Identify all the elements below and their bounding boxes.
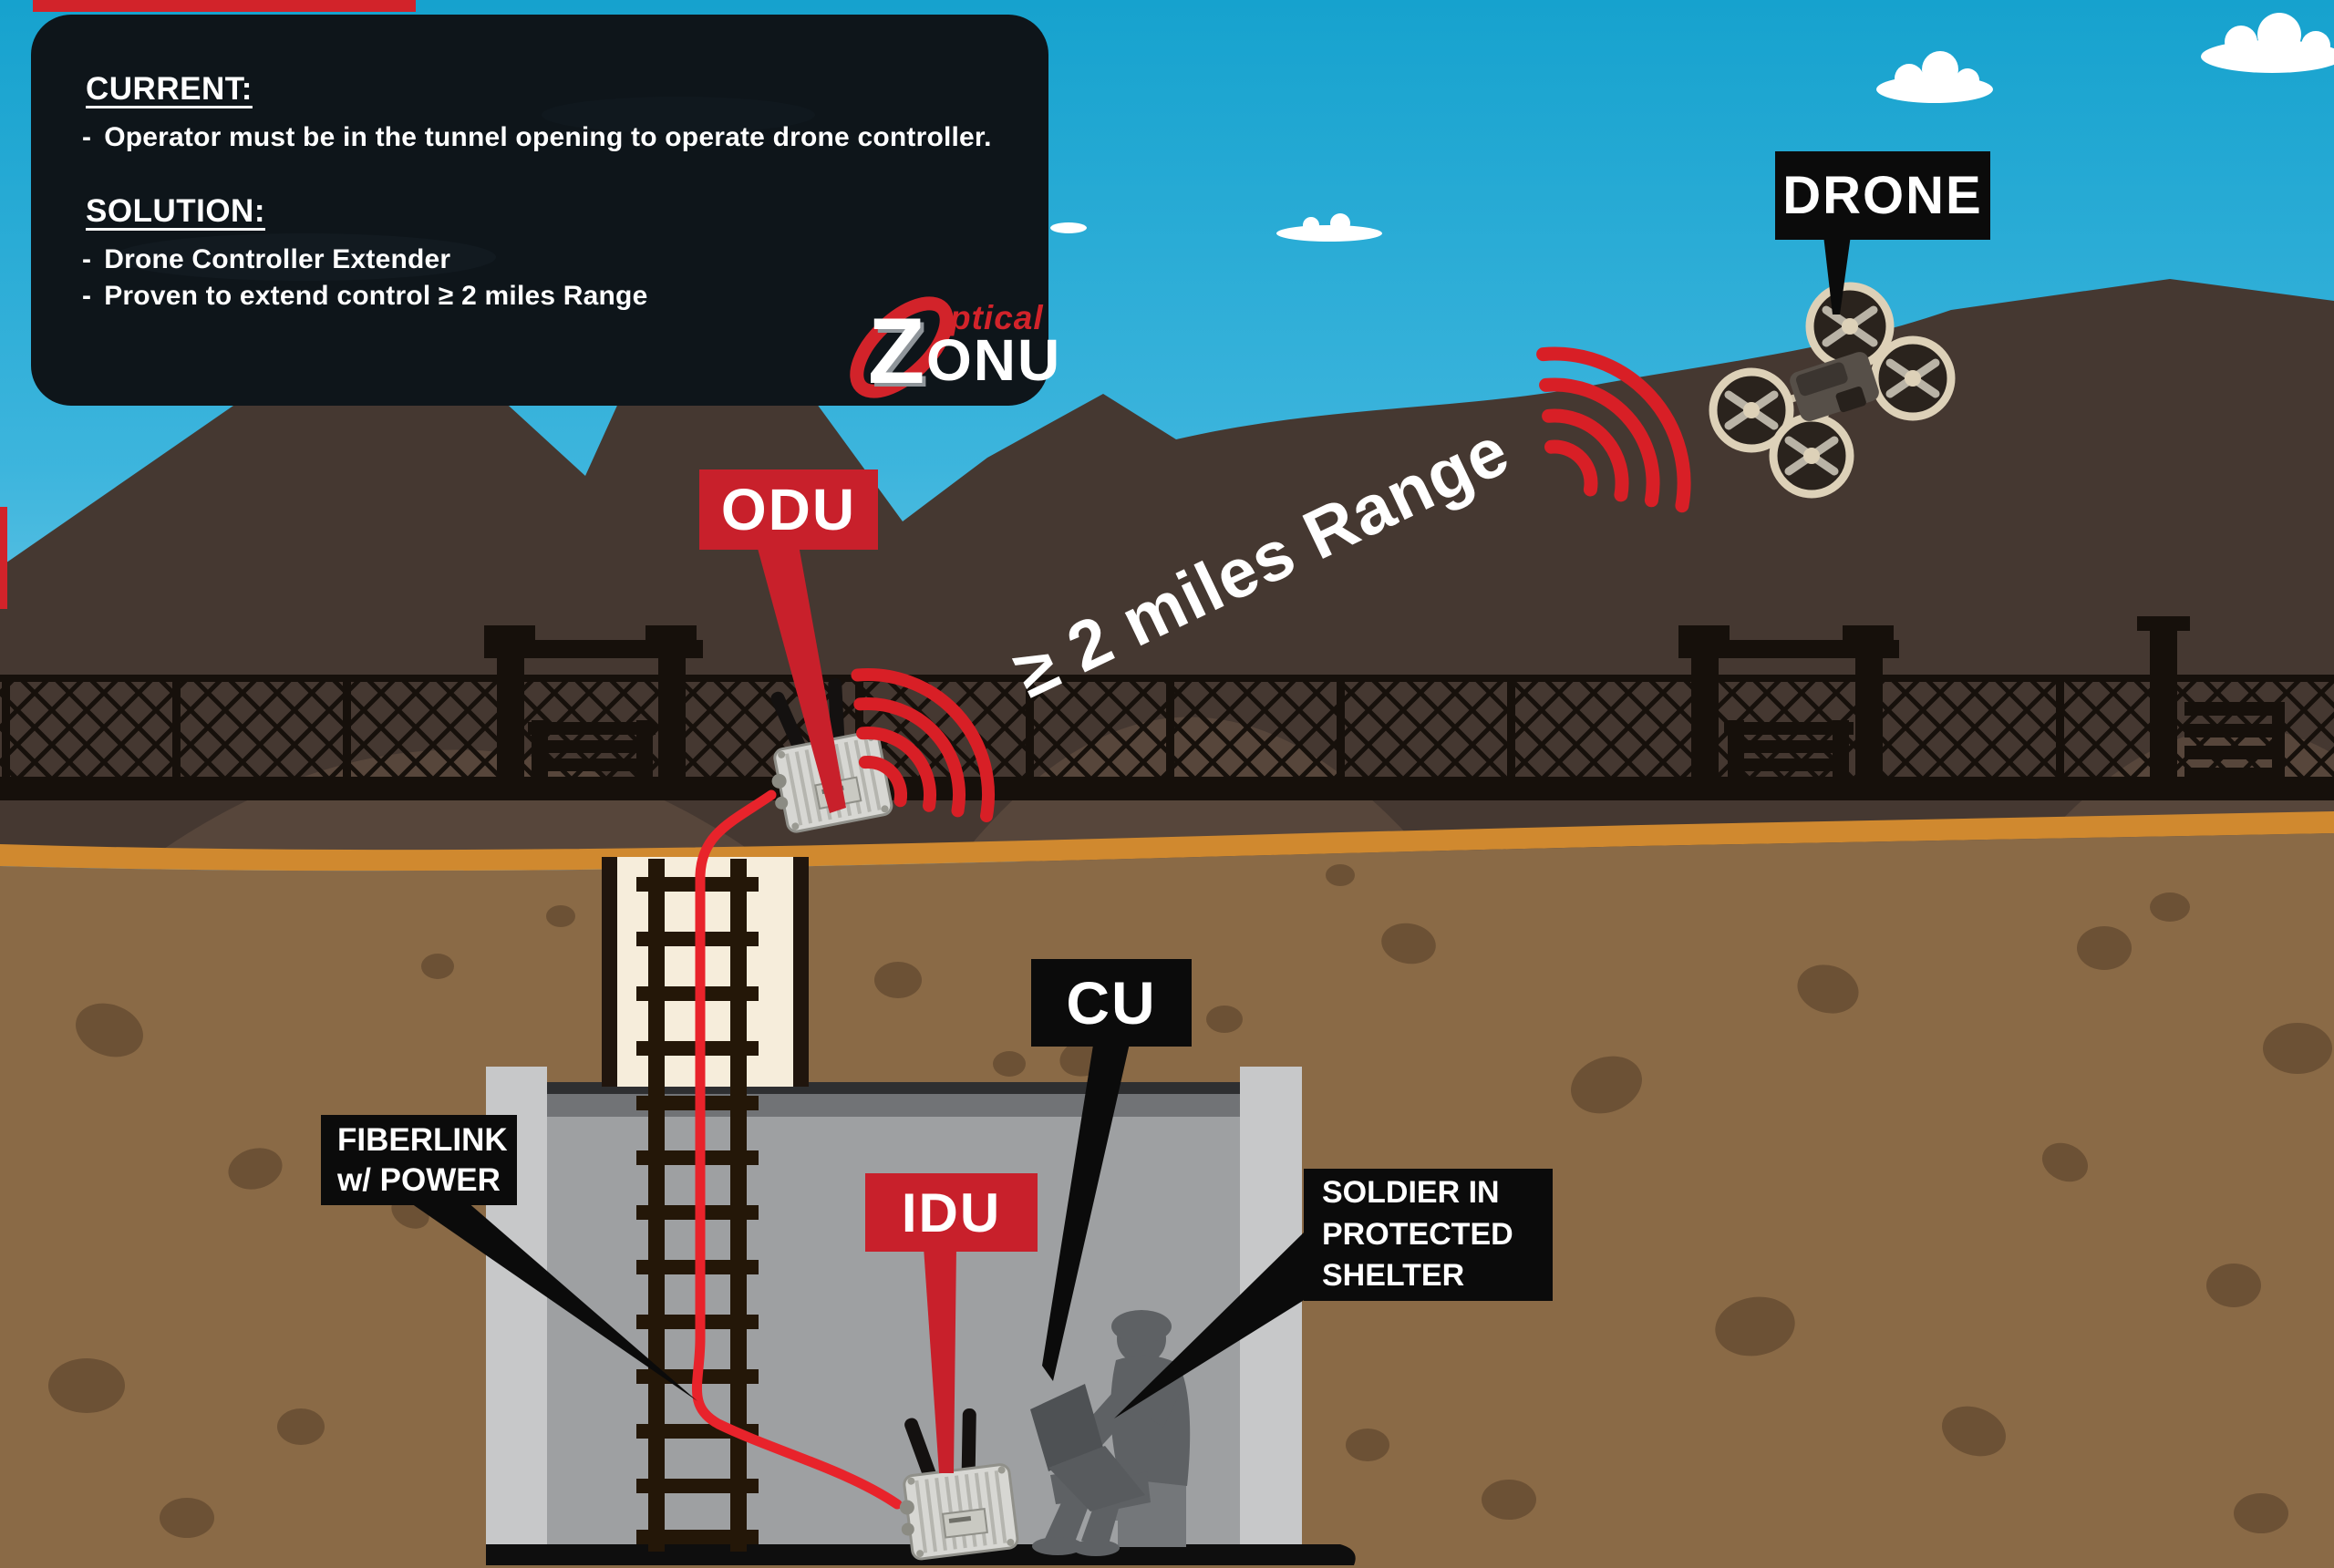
fence-structure-right <box>2137 616 2285 799</box>
cloud-icon <box>1876 51 1993 103</box>
cloud-icon <box>1050 222 1087 233</box>
callout-drone-label: DRONE <box>1782 166 1983 225</box>
solution-heading: SOLUTION: <box>86 193 265 229</box>
gate-left <box>484 625 703 789</box>
soldier-pointer <box>1114 1231 1306 1418</box>
logo-optical: ptical <box>950 299 1044 336</box>
solution-bullet-text: Drone Controller Extender <box>104 244 451 274</box>
solution-bullet-text: Proven to extend control ≥ 2 miles Range <box>104 281 648 311</box>
drone-pointer <box>1823 235 1851 315</box>
logo-swoosh-icon <box>850 296 954 398</box>
red-edge-fragment <box>0 507 7 609</box>
callout-fiberlink-label: FIBERLINK w/ POWER <box>337 1121 508 1198</box>
panel-cloud-shadow <box>542 97 815 133</box>
panel-cloud-shadow <box>113 233 496 281</box>
callout-pointers <box>408 235 1851 1473</box>
current-bullet-text: Operator must be in the tunnel opening t… <box>104 122 992 152</box>
optical-zonu-logo: Z ptical ONU <box>815 279 1059 416</box>
odu-pointer <box>757 545 846 813</box>
bullet-dash: - <box>82 281 92 311</box>
bullet-dash: - <box>82 244 92 274</box>
wifi-signal-icon-odu <box>851 668 995 822</box>
info-panel: CURRENT: - Operator must be in the tunne… <box>31 15 1059 406</box>
drone-camera-icon <box>1835 386 1866 413</box>
idu-pointer <box>924 1247 956 1473</box>
bullet-dash: - <box>82 122 92 152</box>
top-red-strip <box>33 0 416 12</box>
callout-soldier-label: SOLDIER IN PROTECTED SHELTER <box>1322 1174 1513 1294</box>
callout-drone: DRONE <box>1775 151 1990 240</box>
surface-band <box>0 811 2334 872</box>
solution-bullet: - Drone Controller Extender <box>82 244 450 275</box>
callout-idu-label: IDU <box>901 1181 1002 1243</box>
solution-bullet: - Proven to extend control ≥ 2 miles Ran… <box>82 281 647 312</box>
fiber-cable <box>691 789 903 1510</box>
callout-cu: CU <box>1031 959 1192 1047</box>
fence <box>0 616 2334 800</box>
fiberlink-pointer <box>408 1202 697 1401</box>
current-heading: CURRENT: <box>86 71 253 107</box>
gate-right <box>1678 625 1899 789</box>
current-bullet: - Operator must be in the tunnel opening… <box>82 122 992 153</box>
cloud-icon <box>1276 213 1382 242</box>
logo-onu: ONU <box>926 327 1062 393</box>
callout-fiberlink: FIBERLINK w/ POWER <box>321 1115 517 1205</box>
soldier-silhouette <box>1030 1310 1191 1556</box>
drone <box>1709 282 1956 499</box>
controller-cu-device <box>1030 1384 1103 1471</box>
drone-body <box>1790 352 1879 421</box>
callout-idu: IDU <box>865 1173 1038 1252</box>
fence-posts <box>2 676 2064 779</box>
callout-cu-label: CU <box>1066 969 1157 1037</box>
wifi-signal-icon-drone <box>1536 346 1691 513</box>
logo-z: Z <box>868 299 925 403</box>
cloud-icon <box>2201 13 2334 73</box>
drone-rotors <box>1709 282 1956 499</box>
callout-odu: ODU <box>699 469 878 550</box>
callout-odu-label: ODU <box>720 477 857 542</box>
callout-soldier: SOLDIER IN PROTECTED SHELTER <box>1304 1169 1553 1301</box>
cu-pointer <box>1042 1039 1131 1381</box>
rocks <box>48 864 2332 1538</box>
